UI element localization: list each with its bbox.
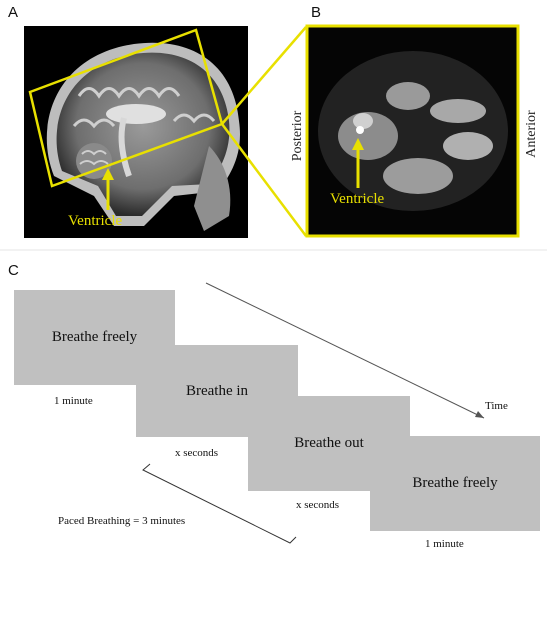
posterior-label: Posterior bbox=[290, 110, 305, 162]
slice-box-outline bbox=[28, 28, 224, 188]
block-caption-2: x seconds bbox=[175, 447, 219, 459]
paced-breathing-label: Paced Breathing = 3 minutes bbox=[58, 515, 186, 527]
sagittal-mri-image bbox=[24, 26, 248, 238]
block-caption-3: x seconds bbox=[296, 499, 340, 511]
block-caption-1: 1 minute bbox=[54, 395, 93, 407]
axial-slice-image bbox=[308, 26, 518, 236]
panel-label-a: A bbox=[8, 4, 19, 21]
timeline-block-breathe-freely-end: Breathe freely bbox=[370, 436, 540, 531]
time-arrow bbox=[205, 282, 485, 419]
connector-line-top bbox=[221, 26, 307, 125]
block-label: Breathe in bbox=[185, 382, 249, 399]
block-caption-4: 1 minute bbox=[425, 538, 464, 550]
time-label: Time bbox=[485, 400, 508, 412]
block-label: Breathe out bbox=[294, 435, 364, 451]
block-label: Breathe freely bbox=[412, 475, 498, 491]
paced-breathing-bracket bbox=[142, 463, 297, 544]
ventricle-label-a: Ventricle bbox=[68, 213, 123, 229]
panel-label-b: B bbox=[311, 4, 322, 21]
connector-line-bottom bbox=[221, 123, 307, 237]
panel-label-c: C bbox=[8, 262, 19, 279]
ventricle-label-b: Ventricle bbox=[330, 191, 385, 207]
axial-slice-border bbox=[305, 24, 520, 238]
block-label: Breathe freely bbox=[51, 329, 138, 345]
anterior-label: Anterior bbox=[524, 110, 539, 158]
